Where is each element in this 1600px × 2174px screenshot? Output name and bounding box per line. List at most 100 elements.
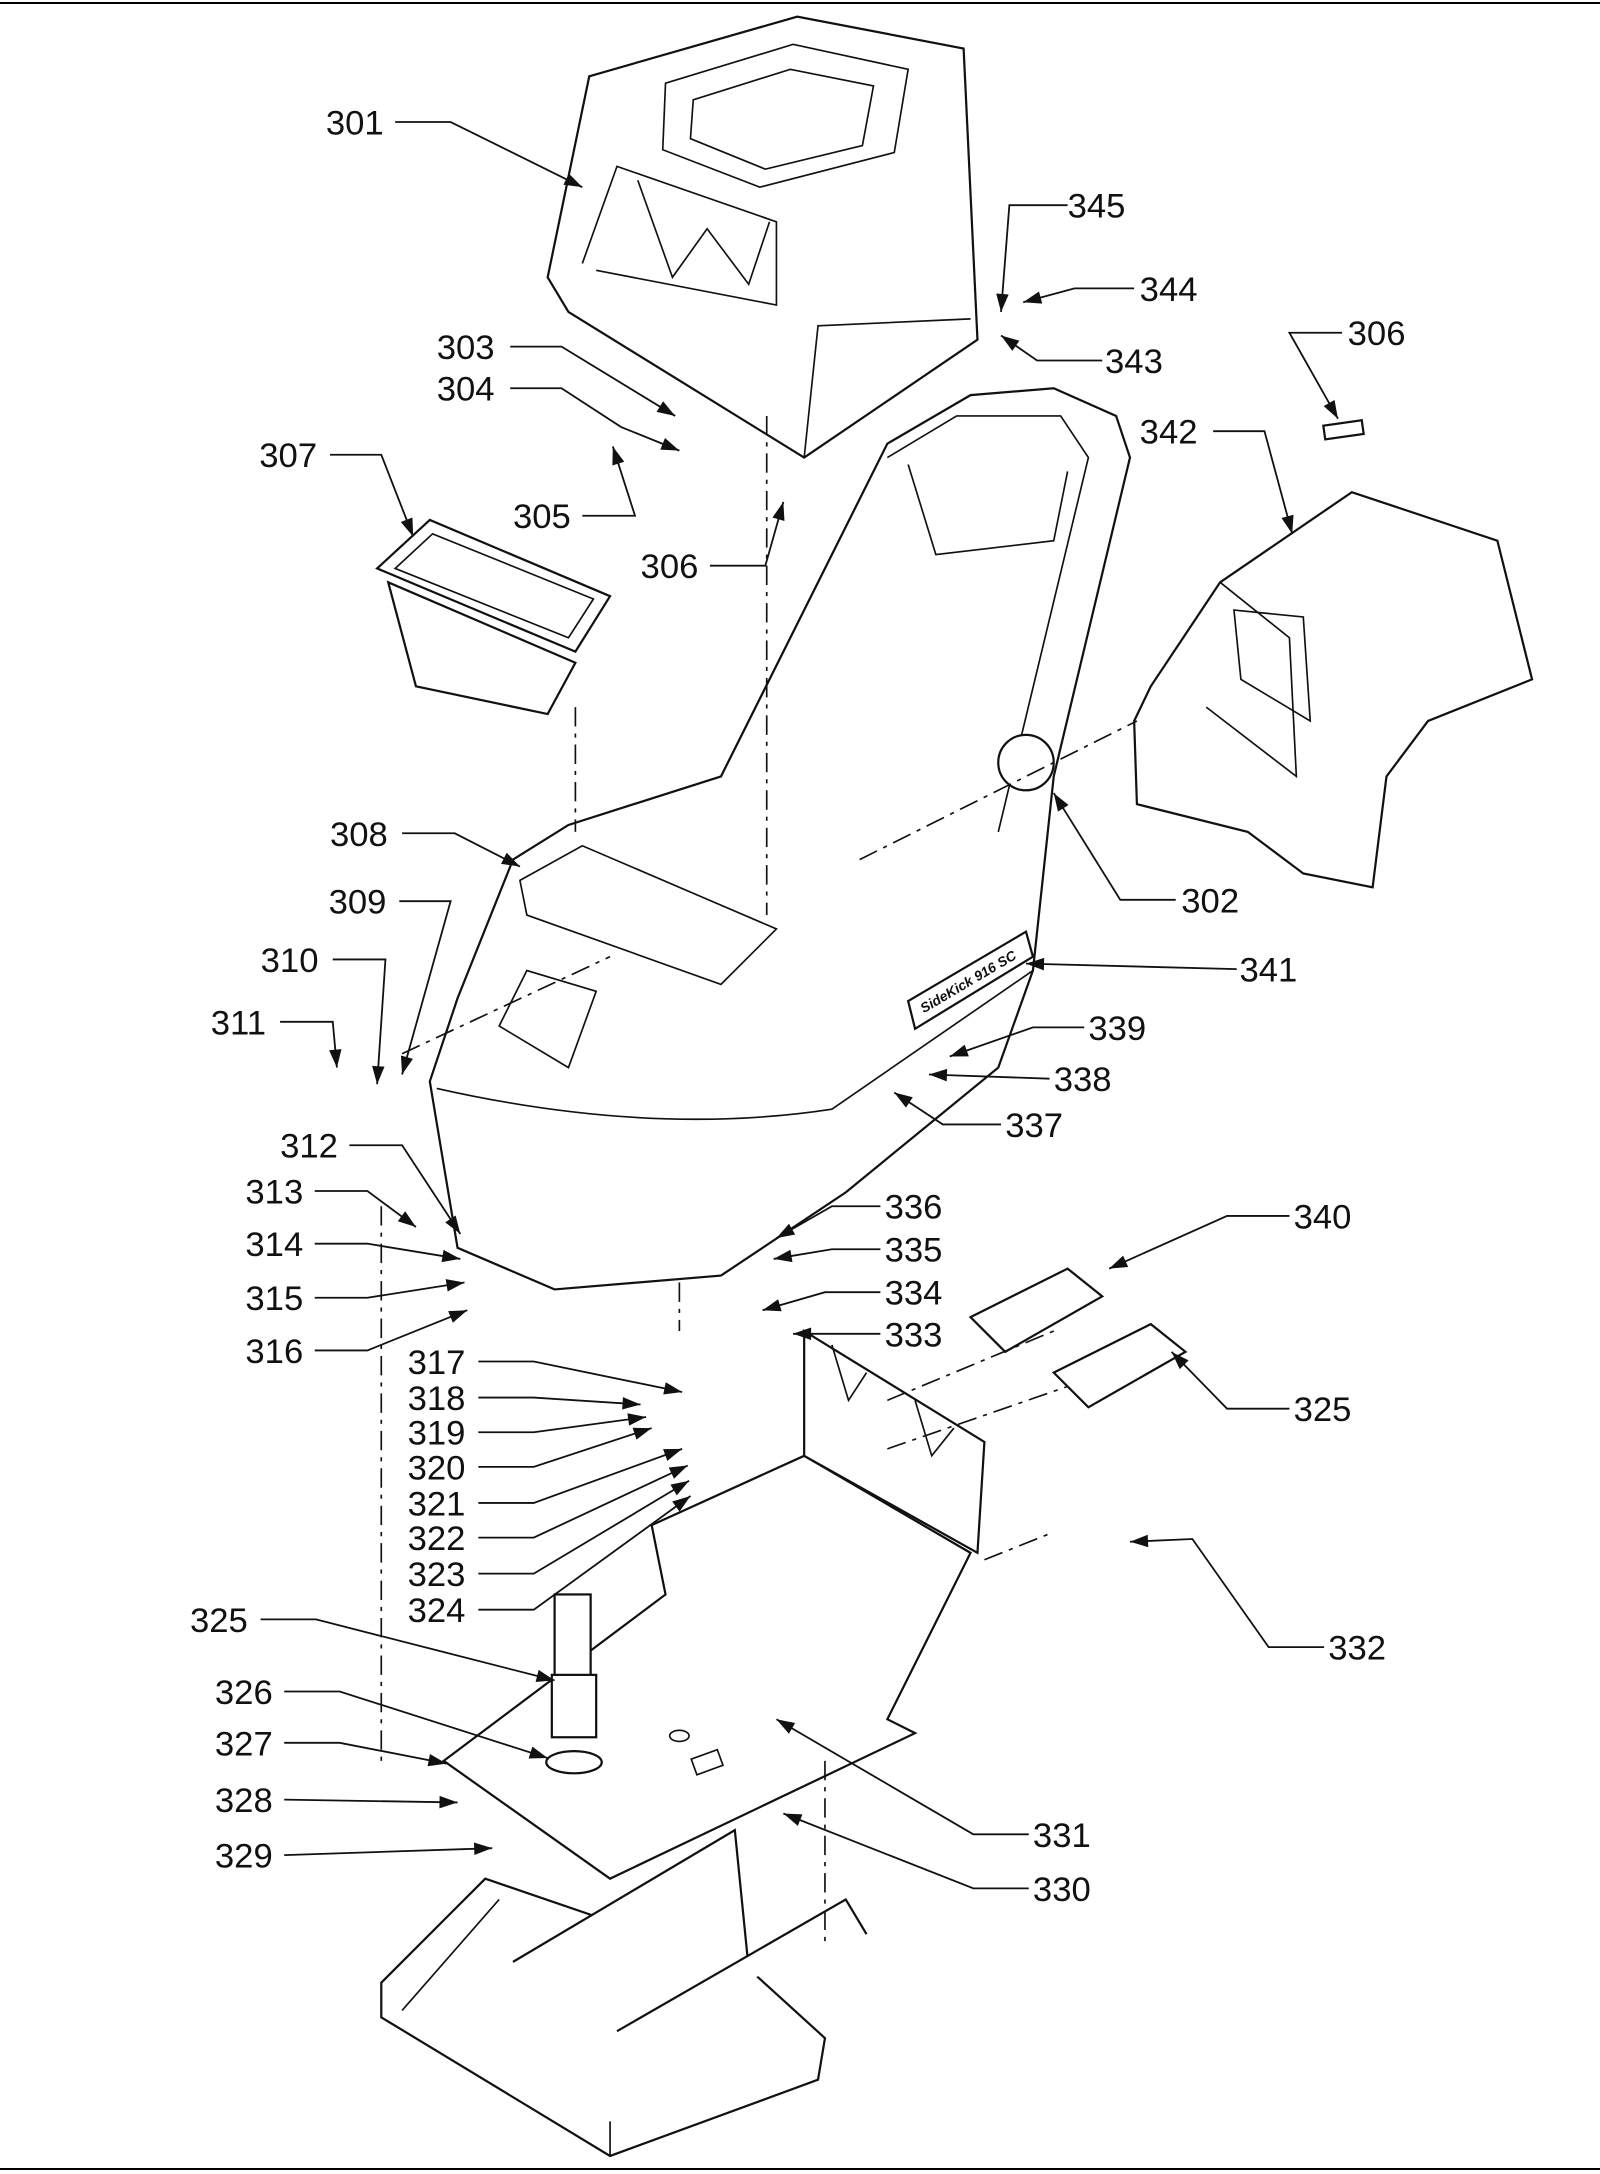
part-number-label: 325 [190, 1602, 248, 1640]
callout-308: 308 [330, 816, 521, 868]
arrowhead [773, 1249, 793, 1263]
part-number-label: 335 [885, 1232, 943, 1270]
part-number-label: 315 [245, 1280, 303, 1318]
callout-329: 329 [215, 1838, 493, 1876]
part-number-label: 336 [885, 1189, 943, 1227]
arrowhead [528, 1746, 548, 1759]
callout-336: 336 [775, 1189, 943, 1239]
leader-line [1052, 792, 1176, 901]
part-301-tank-lid [546, 15, 979, 459]
callout-334: 334 [762, 1275, 942, 1313]
arrowhead [445, 1279, 465, 1292]
callout-331: 331 [775, 1718, 1091, 1855]
arrowhead [776, 1719, 796, 1734]
arrowhead [793, 1327, 812, 1341]
part-325-hose [545, 1267, 1188, 1775]
leader-line [314, 1190, 417, 1228]
leader-line [762, 1291, 881, 1312]
leader-line [1000, 334, 1103, 362]
leader-line [775, 1205, 881, 1239]
leader-line [510, 345, 676, 417]
arrowhead [1323, 399, 1338, 419]
leader-line [260, 1618, 555, 1682]
part-number-label: 308 [330, 816, 388, 854]
arrowhead [663, 1448, 683, 1461]
part-number-label: 325 [1294, 1391, 1352, 1429]
part-number-label: 309 [329, 884, 387, 922]
arrowhead [660, 438, 680, 451]
arrowhead [1053, 793, 1069, 812]
arrowhead [663, 1382, 683, 1395]
leader-line [314, 1281, 465, 1299]
callout-338: 338 [928, 1061, 1112, 1099]
arrowhead [776, 1223, 796, 1239]
top-rule [0, 2, 1600, 4]
callout-344: 344 [1022, 271, 1198, 309]
part-number-label: 302 [1181, 882, 1239, 920]
part-number-label: 304 [437, 371, 495, 409]
leader-line [478, 1396, 641, 1406]
callout-301: 301 [326, 104, 583, 188]
part-number-label: 306 [641, 548, 699, 586]
arrowhead [448, 1310, 468, 1323]
callout-310: 310 [261, 942, 387, 1085]
arrowhead [762, 1299, 782, 1312]
callout-320: 320 [408, 1427, 652, 1487]
part-number-label: 345 [1068, 188, 1126, 226]
part-number-label: 333 [885, 1316, 943, 1354]
arrowhead [1129, 1534, 1149, 1548]
arrowhead [612, 446, 625, 466]
leader-line [314, 1309, 468, 1352]
part-number-label: 328 [215, 1782, 273, 1820]
callout-314: 314 [245, 1226, 461, 1264]
part-342-side-shroud [1133, 418, 1534, 889]
part-number-label: 313 [245, 1173, 303, 1211]
leader-line [284, 1798, 458, 1804]
callout-325b: 325 [190, 1602, 555, 1682]
arrowhead [400, 1055, 413, 1075]
arrowhead [949, 1044, 969, 1057]
callout-306: 306 [1287, 315, 1405, 420]
part-number-label: 301 [326, 104, 384, 142]
arrowhead [329, 1049, 342, 1068]
callout-326: 326 [215, 1674, 548, 1759]
part-number-label: 320 [408, 1449, 466, 1487]
callout-324: 324 [408, 1495, 691, 1630]
arrowhead [622, 1397, 641, 1410]
part-number-label: 312 [280, 1128, 338, 1166]
callout-302: 302 [1052, 792, 1239, 920]
part-number-label: 338 [1054, 1061, 1112, 1099]
part-number-label: 324 [408, 1592, 466, 1630]
leader-line [478, 1448, 683, 1504]
leader-line [478, 1416, 647, 1434]
arrowhead [1025, 957, 1045, 971]
arrowhead [535, 1669, 555, 1682]
part-number-label: 311 [211, 1004, 266, 1042]
part-number-label: 330 [1033, 1871, 1091, 1909]
part-number-label: 340 [1294, 1198, 1352, 1236]
leader-line [478, 1427, 652, 1468]
leader-line [478, 1360, 683, 1393]
arrowhead [670, 1480, 690, 1496]
arrowhead [473, 1842, 493, 1856]
leader-line [1108, 1215, 1290, 1270]
arrowhead [632, 1427, 652, 1440]
arrowhead [445, 1215, 461, 1234]
arrowhead [668, 1465, 688, 1479]
leader-line [1170, 1351, 1290, 1410]
logo-badge [997, 733, 1055, 792]
callout-305: 305 [513, 446, 637, 536]
leader-line [783, 1812, 1029, 1890]
callout-340: 340 [1108, 1198, 1352, 1270]
part-number-label: 303 [437, 329, 495, 367]
arrowhead [1001, 335, 1020, 351]
leader-line [1129, 1538, 1325, 1649]
arrowhead [397, 1211, 416, 1228]
callout-341: 341 [1025, 952, 1297, 990]
part-307-filter-tray [375, 518, 612, 716]
alignment-lines [380, 415, 1138, 1942]
part-number-label: 343 [1105, 343, 1163, 381]
callout-315: 315 [245, 1279, 465, 1318]
arrowhead [439, 1795, 458, 1809]
